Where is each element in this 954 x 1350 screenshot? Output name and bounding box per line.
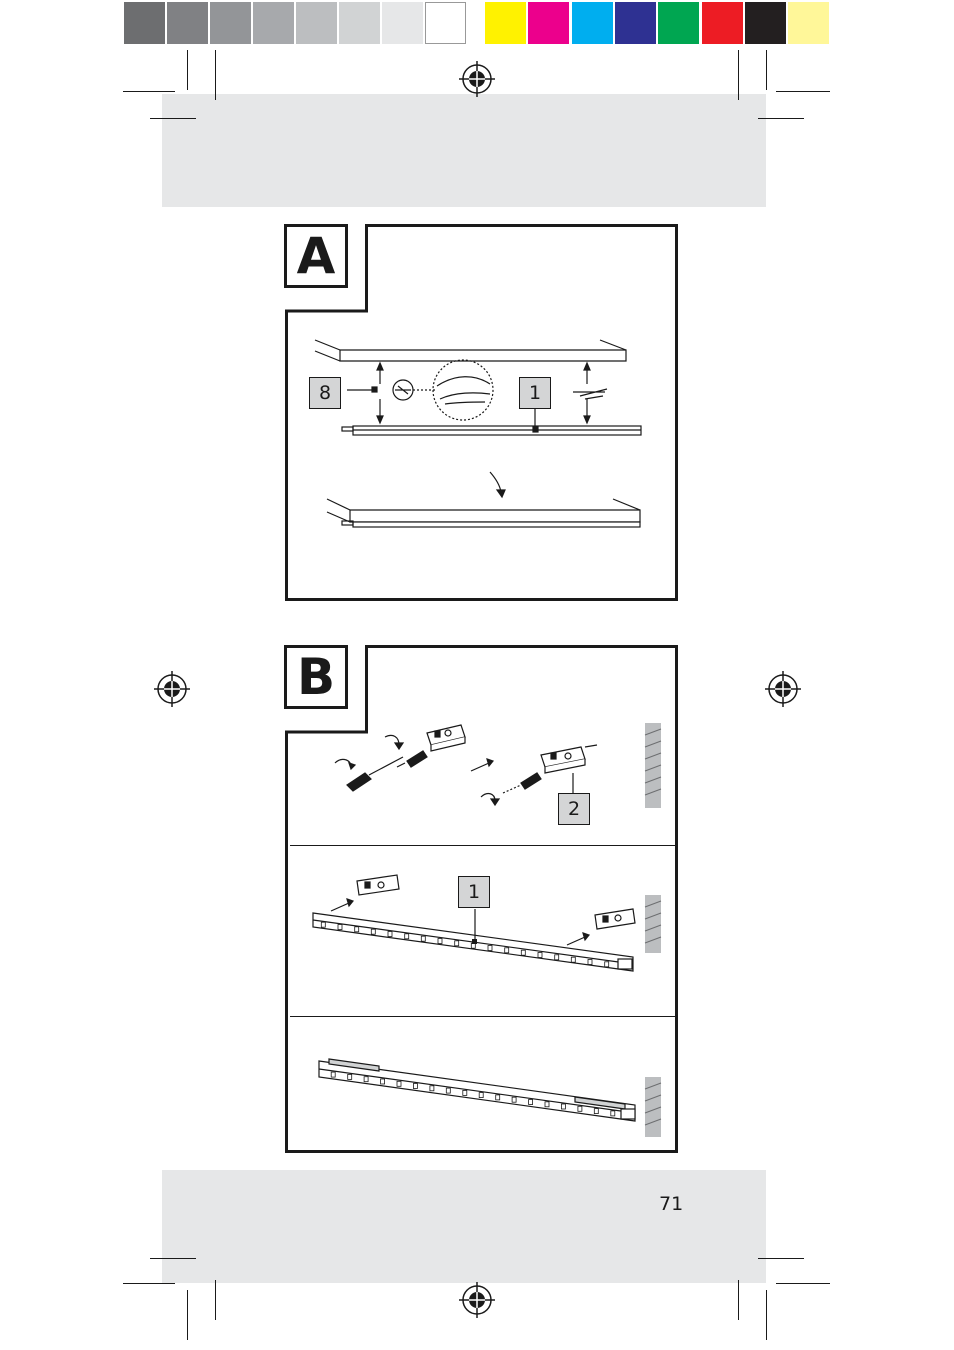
callout-clip: 2 xyxy=(558,793,590,825)
led-dot xyxy=(371,929,375,934)
clip-lower xyxy=(541,745,597,773)
led-dot xyxy=(496,1095,500,1100)
color-swatch xyxy=(745,2,786,44)
color-swatch xyxy=(615,2,656,44)
arrows-right xyxy=(573,363,607,423)
arrow-step2-right xyxy=(567,933,589,945)
color-swatch xyxy=(572,2,613,44)
registration-mark-right xyxy=(765,671,801,707)
led-dot xyxy=(338,925,342,930)
color-swatch xyxy=(788,2,829,44)
led-dot xyxy=(388,932,392,937)
callout-cable: 8 xyxy=(309,377,341,409)
led-dot xyxy=(455,941,459,946)
led-dot xyxy=(594,1109,598,1114)
led-dot xyxy=(438,939,442,944)
cable-connector xyxy=(347,360,493,420)
led-dot xyxy=(321,922,325,927)
registration-mark-top xyxy=(459,61,495,97)
led-dot xyxy=(561,1104,565,1109)
screw-dowel-icon xyxy=(385,735,427,767)
gray-swatch xyxy=(253,2,294,44)
led-dot xyxy=(605,962,609,967)
led-dot xyxy=(588,960,592,965)
led-dot xyxy=(381,1079,385,1084)
color-swatch xyxy=(485,2,526,44)
led-dot xyxy=(488,946,492,951)
led-strip-mounted xyxy=(319,1059,635,1121)
led-dot xyxy=(578,1106,582,1111)
rotate-arrow xyxy=(490,472,505,497)
gray-swatch xyxy=(167,2,208,44)
led-dot xyxy=(545,1102,549,1107)
led-dot xyxy=(446,1088,450,1093)
gray-swatch xyxy=(425,2,466,44)
callout-strip-b: 1 xyxy=(458,876,490,908)
color-swatch xyxy=(702,2,743,44)
screwdriver-icon xyxy=(335,757,403,791)
led-dot xyxy=(397,1081,401,1086)
gray-swatch xyxy=(339,2,380,44)
led-dot xyxy=(555,955,559,960)
led-dot xyxy=(538,953,542,958)
led-dot xyxy=(463,1090,467,1095)
led-dot xyxy=(421,936,425,941)
led-dot xyxy=(529,1100,533,1105)
shelf-mounted xyxy=(327,499,640,527)
registration-mark-bottom xyxy=(459,1282,495,1318)
led-dot xyxy=(355,927,359,932)
led-dot xyxy=(430,1086,434,1091)
callout-strip-a: 1 xyxy=(519,377,551,409)
arrow-step2-left xyxy=(331,899,353,911)
led-dot xyxy=(521,950,525,955)
clip-upper xyxy=(427,725,465,751)
gray-swatch xyxy=(382,2,423,44)
gray-swatch xyxy=(210,2,251,44)
registration-mark-left xyxy=(154,671,190,707)
led-dot xyxy=(331,1072,335,1077)
led-dot xyxy=(611,1111,615,1116)
led-dot xyxy=(571,957,575,962)
color-swatch xyxy=(528,2,569,44)
led-dot xyxy=(505,948,509,953)
screw-lower xyxy=(481,773,541,805)
clip-step2-right xyxy=(595,909,635,929)
gray-swatch xyxy=(124,2,165,44)
led-dot xyxy=(405,934,409,939)
top-gray-band xyxy=(162,94,766,207)
led-dot xyxy=(512,1097,516,1102)
led-dot xyxy=(413,1084,417,1089)
gray-swatch xyxy=(296,2,337,44)
bottom-gray-band xyxy=(162,1170,766,1283)
arrows-left xyxy=(377,363,383,423)
led-dot xyxy=(348,1074,352,1079)
page-number: 71 xyxy=(659,1193,683,1215)
shelf-top xyxy=(315,340,626,361)
color-swatch xyxy=(658,2,699,44)
clip-step2-left xyxy=(357,875,399,895)
arrow-to-wall xyxy=(471,759,493,771)
led-dot xyxy=(364,1077,368,1082)
led-strip-a xyxy=(342,426,641,435)
figure-a-illustration xyxy=(285,224,678,601)
led-dot xyxy=(479,1093,483,1098)
